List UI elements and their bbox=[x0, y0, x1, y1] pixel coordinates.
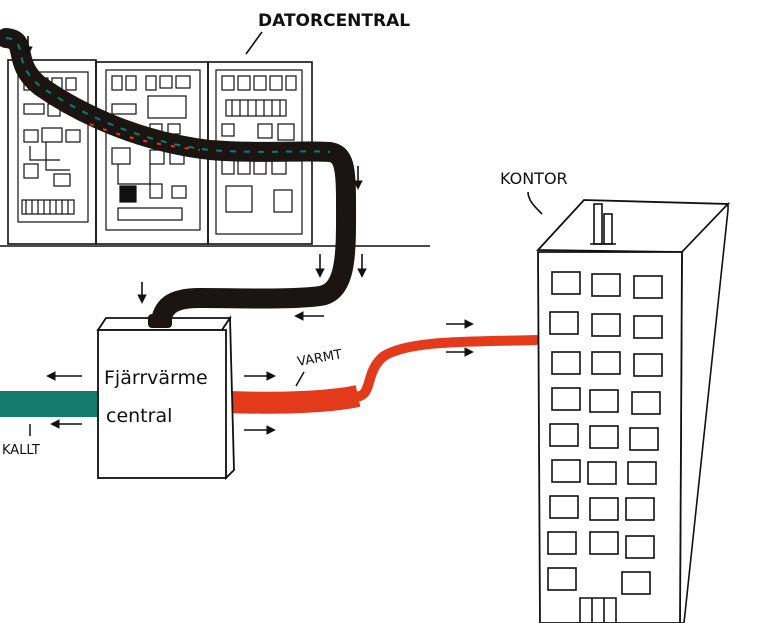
heating-central-label-line1: Fjärrvärme bbox=[104, 367, 208, 389]
heating-central-label-line2: central bbox=[106, 405, 172, 427]
heating-central: Fjärrvärme central VARMT KALLT bbox=[0, 314, 541, 481]
office-entrance bbox=[579, 597, 617, 623]
window-icon bbox=[547, 271, 663, 595]
office-windows bbox=[547, 271, 663, 623]
office-label: KONTOR bbox=[500, 169, 568, 188]
rooftop-unit-icon bbox=[590, 203, 616, 245]
office-side bbox=[679, 202, 729, 623]
datacenter-label: DATORCENTRAL bbox=[258, 11, 410, 31]
office-building: KONTOR bbox=[500, 169, 731, 623]
office-leader-line bbox=[527, 191, 543, 215]
exhaust-inlet bbox=[148, 314, 172, 328]
cold-pipe bbox=[0, 391, 100, 417]
flow-arrow-icon bbox=[46, 319, 474, 435]
flow-arrow-icon bbox=[23, 36, 367, 321]
warm-leader-line bbox=[295, 371, 305, 387]
heating-central-box bbox=[96, 315, 235, 481]
exhaust-pipe bbox=[0, 28, 357, 336]
datacenter-leader-line bbox=[245, 31, 263, 55]
cold-label: KALLT bbox=[2, 443, 40, 458]
warm-label: VARMT bbox=[296, 347, 343, 370]
office-front bbox=[537, 251, 683, 623]
datacenter: DATORCENTRAL bbox=[0, 11, 430, 336]
